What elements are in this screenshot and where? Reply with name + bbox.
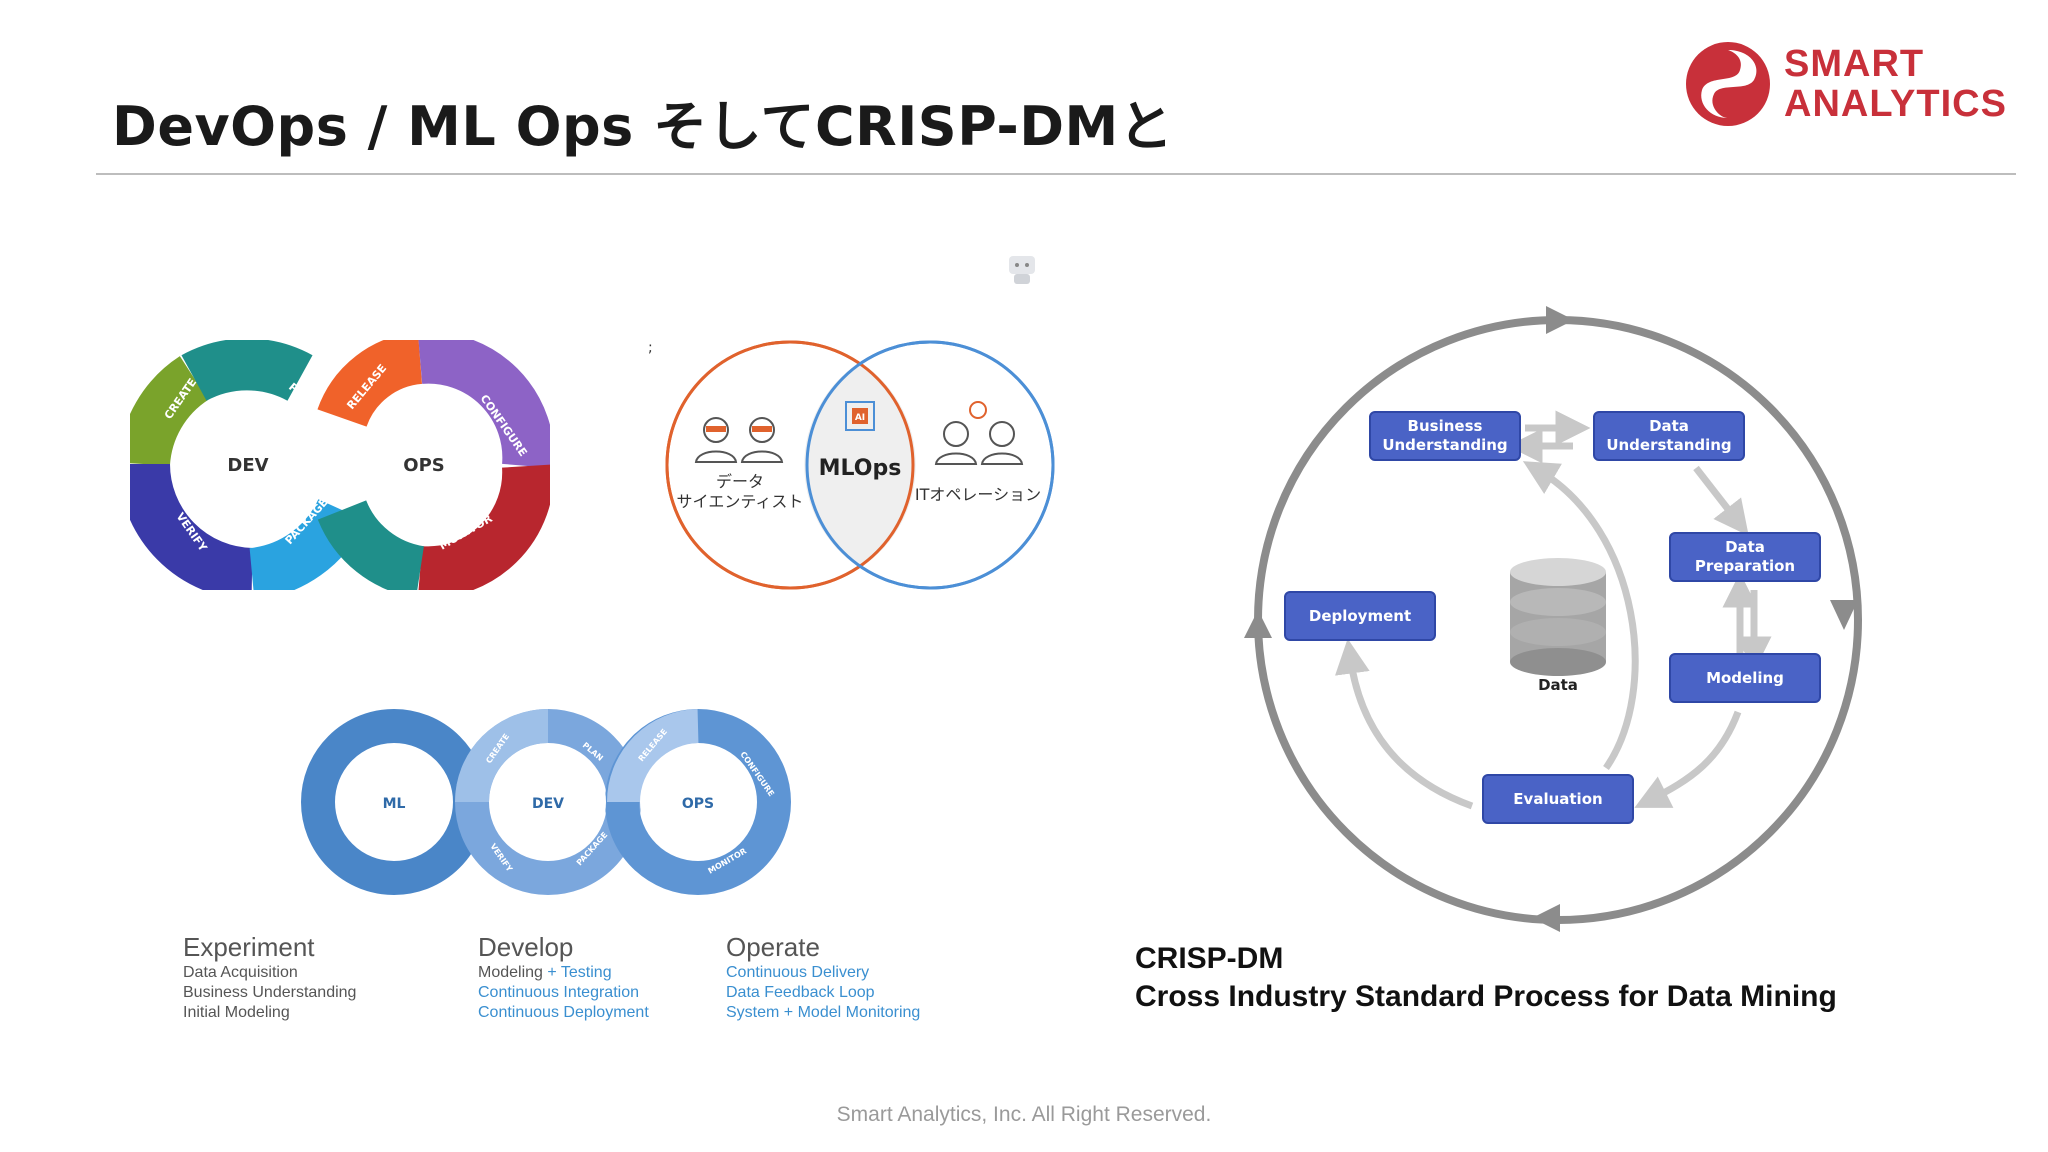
loop-ops-label: OPS — [682, 796, 714, 812]
devops-dev-label: DEV — [227, 455, 268, 476]
ai-chip-label: AI — [855, 413, 865, 423]
logo-line-1: SMART — [1784, 43, 1925, 85]
mlops-center-label: MLOps — [819, 456, 902, 481]
data-scientist-icon — [694, 417, 784, 463]
devops-infinity-diagram: DEV OPS CREATE PLAN VERIFY PACKAGE RELEA… — [130, 340, 550, 590]
logo-line-2: ANALYTICS — [1784, 83, 2007, 125]
develop-testing: Testing — [560, 964, 612, 981]
data-scientist-label-1: データ — [716, 472, 764, 491]
title-divider — [96, 173, 2016, 175]
experiment-line-3: Initial Modeling — [183, 1004, 290, 1021]
node-data-understanding: Data Understanding — [1593, 411, 1745, 461]
crisp-caption-line-2: Cross Industry Standard Process for Data… — [1135, 980, 1837, 1013]
phase-develop: Develop Modeling + Testing Continuous In… — [478, 932, 649, 1023]
data-scientist-label-2: サイエンティスト — [677, 492, 804, 511]
segment-plan: PLAN — [286, 380, 319, 411]
develop-heading: Develop — [478, 932, 574, 962]
mlops-triple-loop-diagram: ML DEV OPS CREATE PLAN VERIFY PACKAGE RE… — [301, 709, 791, 895]
experiment-line-1: Data Acquisition — [183, 964, 298, 981]
operate-plus: + — [783, 1004, 794, 1021]
logo-wordmark: SMART ANALYTICS — [1784, 44, 2007, 124]
data-cylinder-icon — [1510, 558, 1606, 676]
develop-line-1: Modeling + Testing — [478, 963, 649, 983]
it-operation-label: ITオペレーション — [915, 485, 1041, 504]
node-deployment: Deployment — [1284, 591, 1436, 641]
loop-ml-label: ML — [383, 796, 406, 812]
it-operation-icon — [934, 401, 1024, 465]
business-label-1: Business — [1408, 417, 1483, 435]
operate-heading: Operate — [726, 932, 820, 962]
modeling-label: Modeling — [1706, 669, 1784, 687]
business-label-2: Understanding — [1382, 436, 1507, 454]
experiment-heading: Experiment — [183, 932, 315, 962]
crisp-dm-caption: CRISP-DM Cross Industry Standard Process… — [1135, 940, 1837, 1016]
experiment-line-2: Business Understanding — [183, 984, 357, 1001]
node-evaluation: Evaluation — [1482, 774, 1634, 824]
operate-line-3: System + Model Monitoring — [726, 1003, 920, 1023]
phase-operate: Operate Continuous Delivery Data Feedbac… — [726, 932, 920, 1023]
data-understanding-label-1: Data — [1649, 417, 1689, 435]
mlops-venn-diagram: AI MLOps データ サイエンティスト ITオペレーション — [665, 340, 1055, 590]
node-business-understanding: Business Understanding — [1369, 411, 1521, 461]
bot-icon — [1009, 256, 1035, 284]
crisp-center-data-label: Data — [1538, 676, 1578, 694]
ai-chip-icon: AI — [845, 401, 875, 431]
evaluation-label: Evaluation — [1513, 790, 1602, 808]
develop-plus: + — [547, 964, 557, 981]
operate-line-2: Data Feedback Loop — [726, 984, 875, 1001]
preparation-label-1: Data — [1725, 538, 1765, 556]
develop-line-3: Continuous Deployment — [478, 1004, 649, 1021]
crisp-dm-diagram: Data Business Understanding Data Underst… — [1244, 306, 1862, 932]
node-modeling: Modeling — [1669, 653, 1821, 703]
devops-ops-label: OPS — [403, 455, 444, 476]
slide-footer: Smart Analytics, Inc. All Right Reserved… — [836, 1103, 1212, 1126]
loop-dev-label: DEV — [532, 796, 564, 812]
smart-analytics-logo: SMART ANALYTICS — [1680, 36, 2020, 136]
stray-mark: ; — [648, 340, 653, 356]
slide-title: DevOps / ML Ops そしてCRISP-DMと — [112, 95, 1174, 158]
crisp-caption-line-1: CRISP-DM — [1135, 942, 1284, 975]
logo-mark-icon — [1686, 42, 1770, 126]
data-understanding-label-2: Understanding — [1606, 436, 1731, 454]
operate-model-monitoring: Model Monitoring — [797, 1004, 921, 1021]
operate-system: System — [726, 1004, 780, 1021]
node-data-preparation: Data Preparation — [1669, 532, 1821, 582]
deployment-label: Deployment — [1309, 607, 1411, 625]
preparation-label-2: Preparation — [1695, 557, 1795, 575]
develop-modeling: Modeling — [478, 964, 543, 981]
phase-experiment: Experiment Data Acquisition Business Und… — [183, 932, 356, 1023]
operate-line-1: Continuous Delivery — [726, 964, 870, 981]
develop-line-2: Continuous Integration — [478, 984, 639, 1001]
